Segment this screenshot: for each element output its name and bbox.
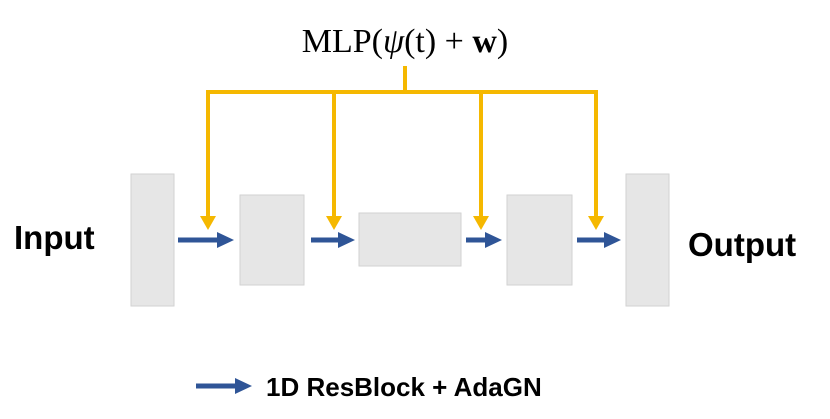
legend-label: 1D ResBlock + AdaGN: [266, 372, 542, 402]
network-blocks: [130, 173, 670, 307]
output-label: Output: [688, 226, 796, 263]
output-block: [625, 173, 670, 307]
conditioning-label-psi: ψ: [383, 23, 405, 60]
right-arrow-icon: [485, 232, 502, 248]
conditioning-tree: [200, 66, 604, 230]
conditioning-label-w: w: [472, 23, 497, 60]
right-arrow-icon: [217, 232, 234, 248]
decoder-block: [506, 194, 573, 286]
conditioning-label-suffix: ): [497, 23, 508, 60]
right-arrow-icon: [235, 378, 252, 394]
conditioning-label-prefix: MLP(: [302, 23, 383, 60]
down-arrow-icon: [588, 216, 604, 230]
bottleneck-block: [358, 212, 462, 267]
right-arrow-icon: [338, 232, 355, 248]
input-block: [130, 173, 175, 307]
legend: 1D ResBlock + AdaGN: [196, 372, 542, 402]
encoder-block: [239, 194, 305, 286]
right-arrow-icon: [604, 232, 621, 248]
down-arrow-icon: [473, 216, 489, 230]
down-arrow-icon: [200, 216, 216, 230]
down-arrow-icon: [326, 216, 342, 230]
conditioning-label-t: (t) +: [404, 23, 472, 60]
resblock-arrows: [178, 232, 621, 248]
input-label: Input: [14, 219, 95, 256]
conditioning-label: MLP(ψ(t) + w): [302, 23, 509, 60]
